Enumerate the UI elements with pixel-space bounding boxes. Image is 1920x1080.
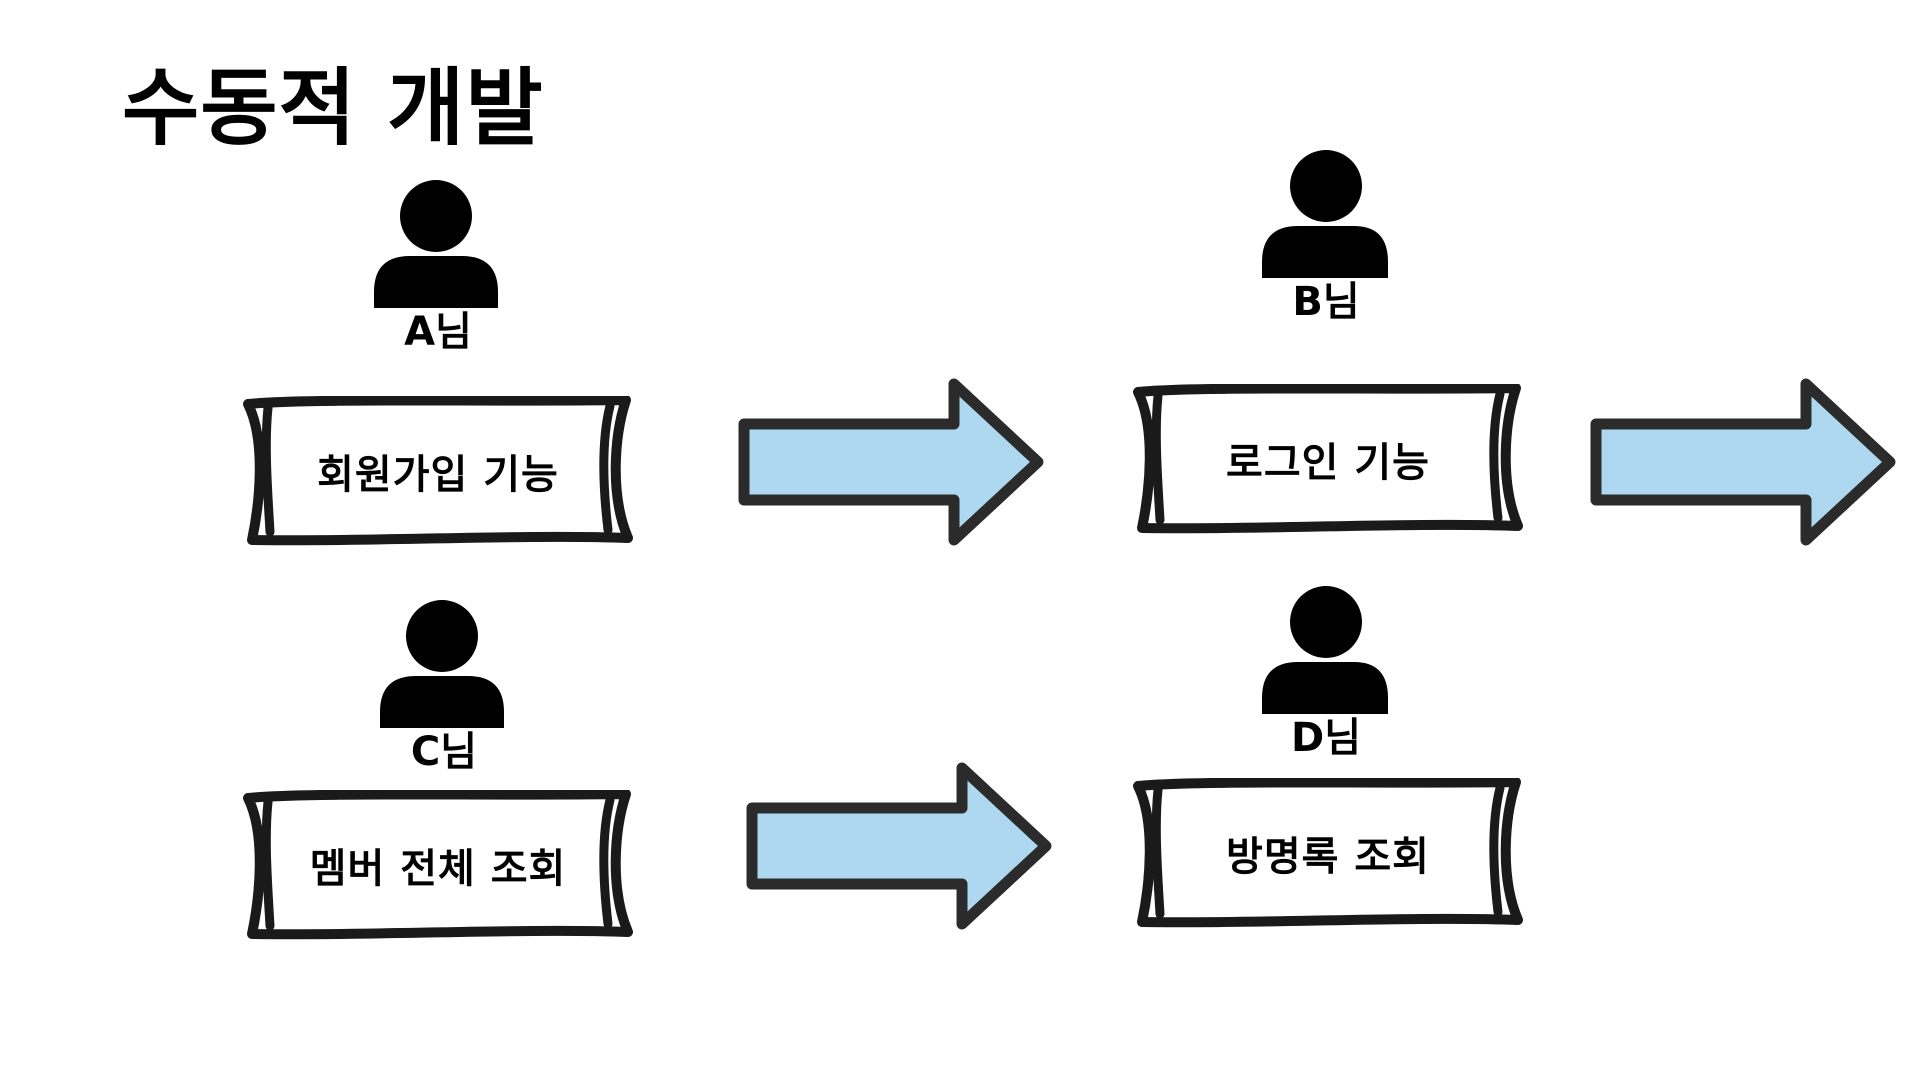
task-box-login: 로그인 기능 [1128, 384, 1528, 534]
task-box-member-list: 멤버 전체 조회 [238, 790, 638, 940]
task-label: 멤버 전체 조회 [309, 846, 567, 892]
page-title: 수동적 개발 [122, 59, 544, 157]
arrow-right-icon [1588, 378, 1908, 548]
task-label: 로그인 기능 [1226, 440, 1430, 486]
person-c: C님 [364, 600, 524, 780]
person-name: D님 [1290, 715, 1361, 761]
task-label: 방명록 조회 [1226, 834, 1430, 880]
person-icon [1262, 586, 1388, 714]
arrow-right-icon [736, 378, 1056, 548]
task-box-signup: 회원가입 기능 [238, 396, 638, 546]
person-icon [1262, 150, 1388, 278]
person-b: B님 [1246, 150, 1406, 330]
task-box-guestbook: 방명록 조회 [1128, 778, 1528, 928]
person-a: A님 [358, 180, 518, 360]
person-name: A님 [404, 309, 472, 355]
arrow-right-icon [744, 762, 1064, 932]
person-icon [380, 600, 504, 728]
task-label: 회원가입 기능 [317, 452, 559, 498]
person-name: C님 [410, 729, 478, 775]
person-d: D님 [1246, 586, 1406, 766]
scroll-frame [1133, 778, 1523, 928]
scroll-frame [243, 396, 633, 546]
person-name: B님 [1292, 279, 1360, 325]
scroll-frame [1133, 384, 1523, 534]
scroll-frame [243, 790, 633, 940]
person-icon [374, 180, 498, 308]
